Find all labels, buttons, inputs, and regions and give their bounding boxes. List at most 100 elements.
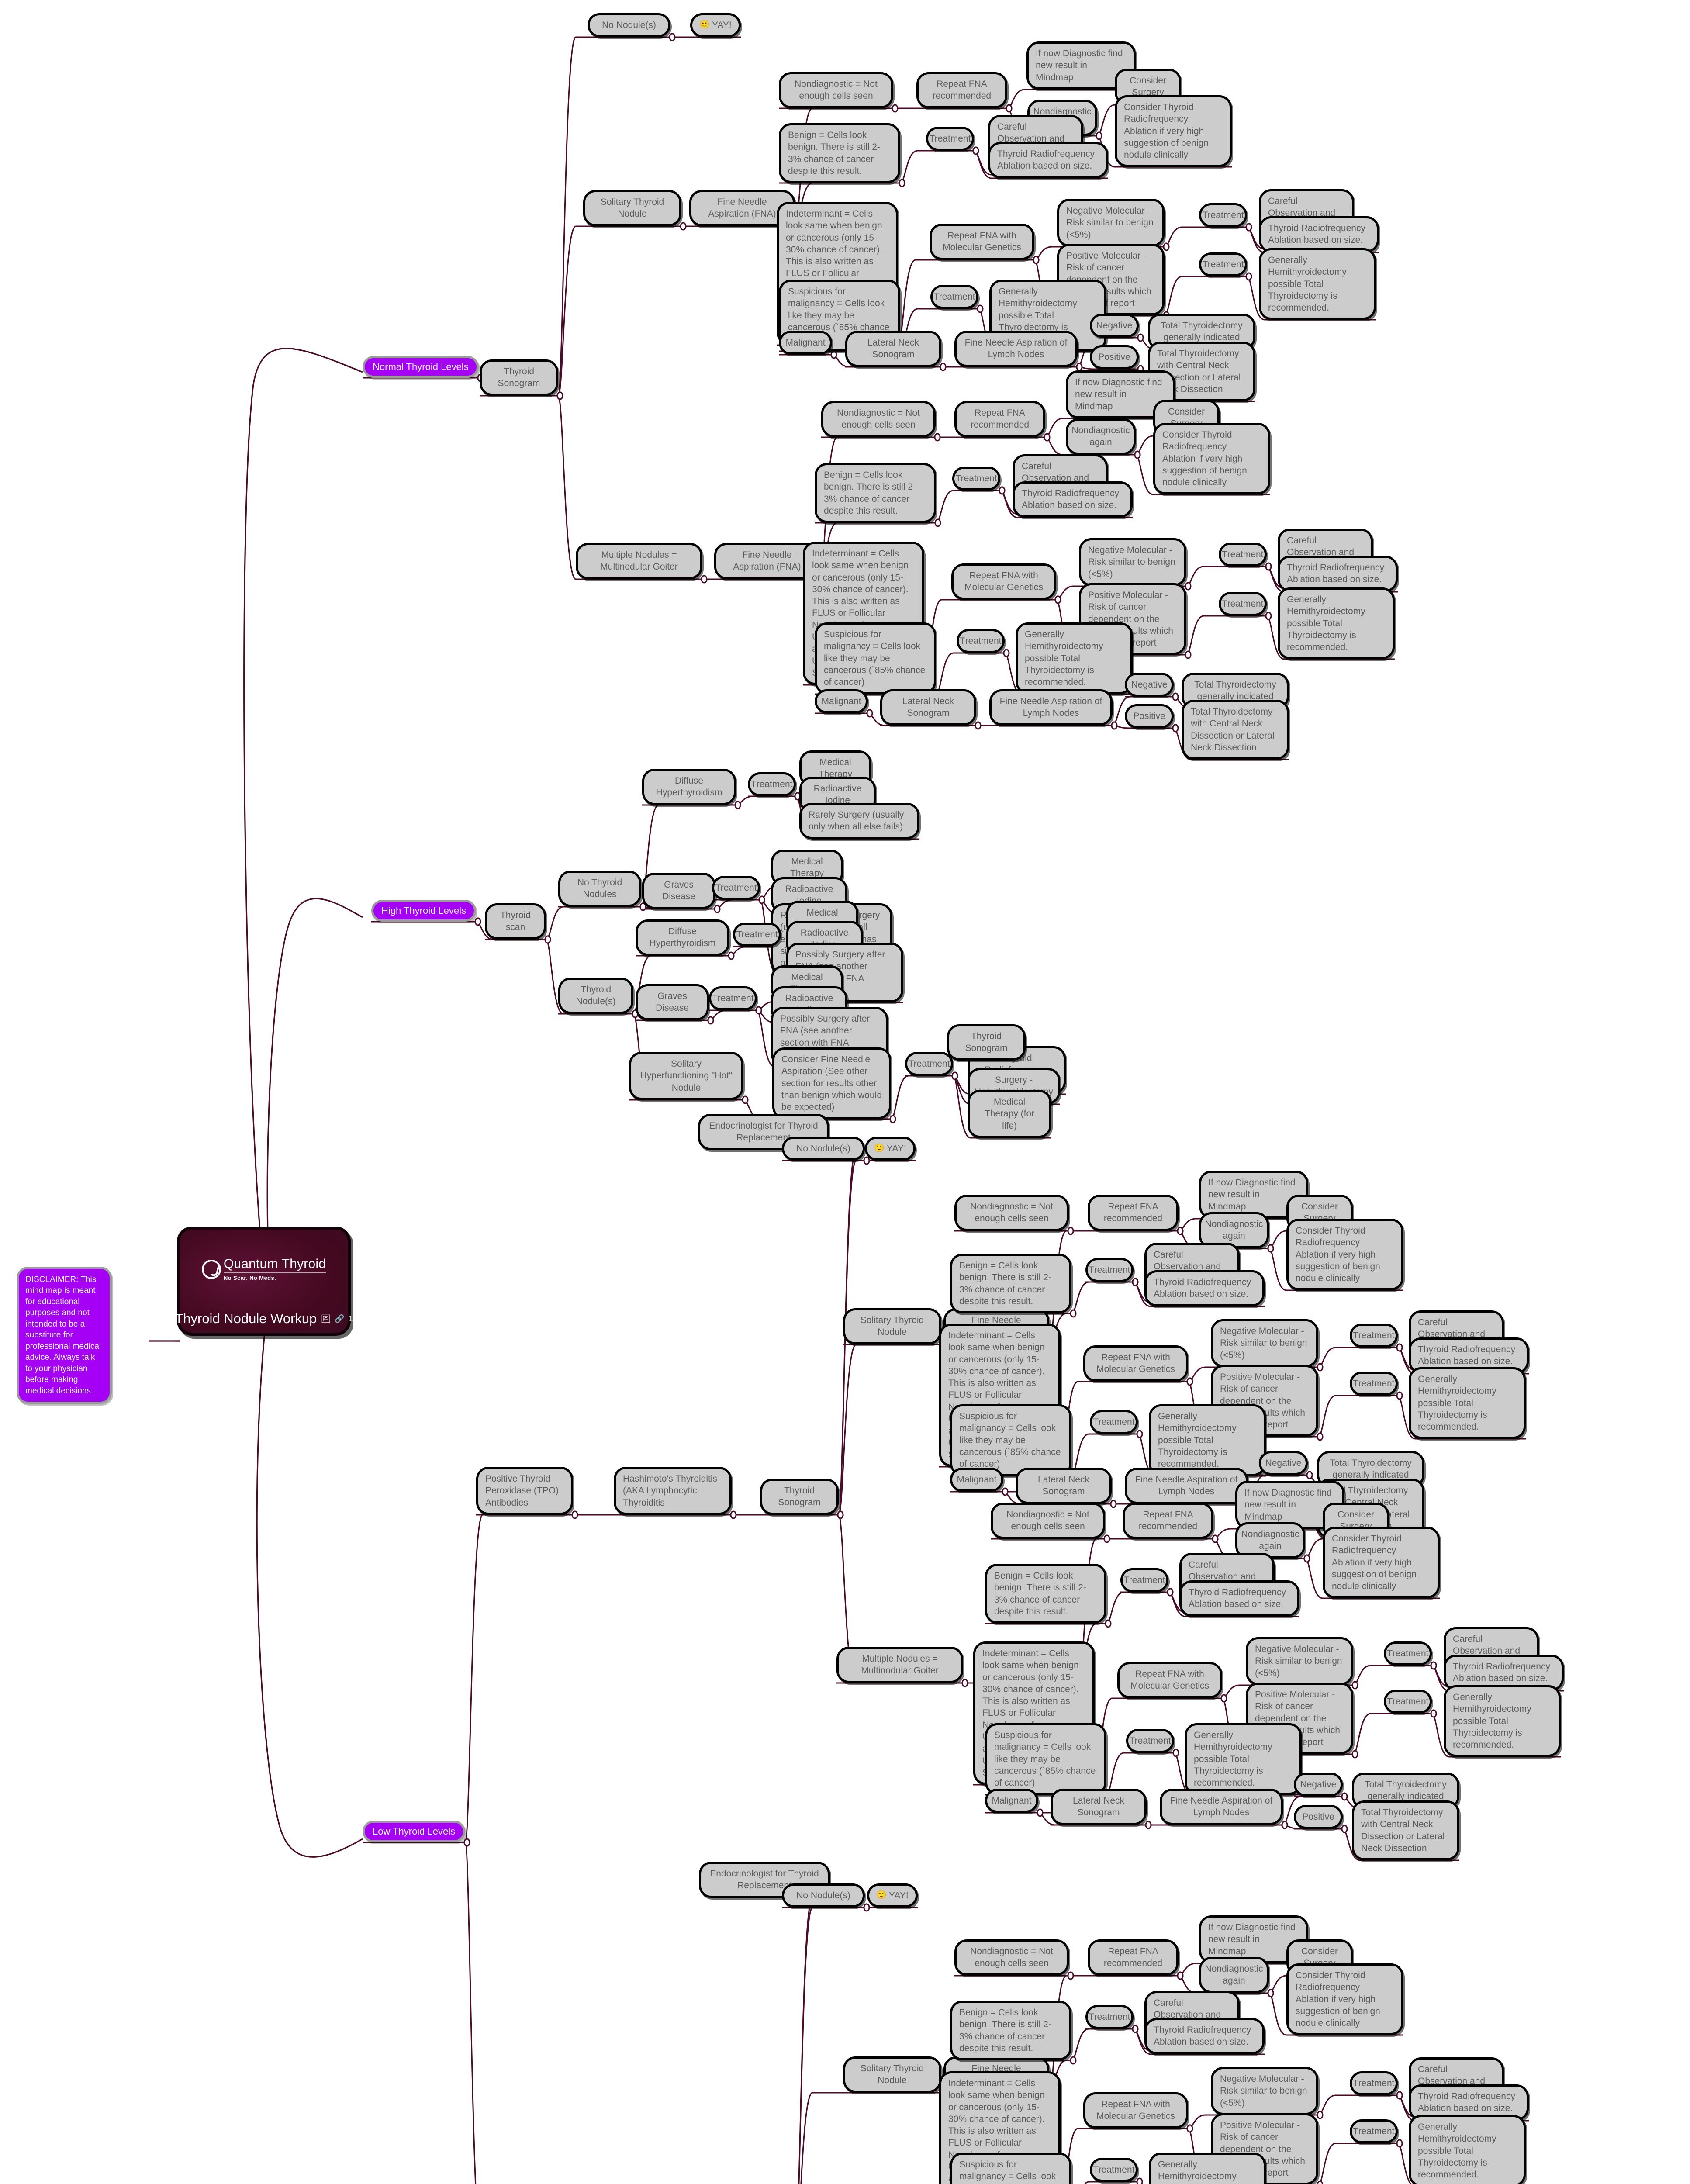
node-nondiagnostic-h1[interactable]: Nondiagnostic = Not enough cells seen <box>954 1195 1069 1231</box>
node-repeat-fna-molecular[interactable]: Repeat FNA with Molecular Genetics <box>930 224 1034 260</box>
node-hashimotos[interactable]: Hashimoto's Thyroiditis (AKA Lymphocytic… <box>614 1467 732 1515</box>
node-fna-lymph-nodes-mng[interactable]: Fine Needle Aspiration of Lymph Nodes <box>989 689 1113 726</box>
node-benign-h1[interactable]: Benign = Cells look benign. There is sti… <box>950 1254 1071 1314</box>
node-treatment-negmol-h2[interactable]: Treatment <box>1384 1641 1432 1666</box>
branch-label-low-thyroid-levels[interactable]: Low Thyroid Levels <box>363 1821 466 1842</box>
node-rfa-size-mng[interactable]: Thyroid Radiofrequency Ablation based on… <box>1013 481 1133 518</box>
node-thyroid-scan[interactable]: Thyroid scan <box>485 903 546 940</box>
node-malignant[interactable]: Malignant <box>779 331 832 355</box>
node-positive-h2[interactable]: Positive <box>1294 1805 1343 1829</box>
node-thyroid-sonogram-hot[interactable]: Thyroid Sonogram <box>947 1024 1026 1061</box>
node-treatment-hot[interactable]: Treatment <box>905 1052 953 1076</box>
node-lateral-neck-sonogram-h2[interactable]: Lateral Neck Sonogram <box>1051 1789 1147 1825</box>
branch-label-normal-thyroid-levels[interactable]: Normal Thyroid Levels <box>363 356 479 378</box>
node-positive-tpo[interactable]: Positive Thyroid Peroxidase (TPO) Antibo… <box>476 1467 573 1515</box>
node-negative-mng[interactable]: Negative <box>1125 673 1174 697</box>
node-treatment-posmol-h2[interactable]: Treatment <box>1384 1690 1432 1714</box>
node-hemi-or-total-g1b[interactable]: Generally Hemithyroidectomy possible Tot… <box>1149 2153 1266 2184</box>
node-malignant-h1[interactable]: Malignant <box>950 1468 1003 1492</box>
node-repeat-fna-molecular-g1[interactable]: Repeat FNA with Molecular Genetics <box>1083 2092 1188 2129</box>
node-no-thyroid-nodules[interactable]: No Thyroid Nodules <box>558 871 641 907</box>
node-negative-molecular-g1[interactable]: Negative Molecular - Risk similar to ben… <box>1211 2067 1318 2115</box>
node-fna-lymph-nodes[interactable]: Fine Needle Aspiration of Lymph Nodes <box>954 331 1078 367</box>
node-treatment-benign[interactable]: Treatment <box>926 127 974 151</box>
node-lateral-neck-sonogram-mng[interactable]: Lateral Neck Sonogram <box>880 689 976 726</box>
node-nondiagnostic[interactable]: Nondiagnostic = Not enough cells seen <box>779 72 893 108</box>
node-yay[interactable]: 🙂YAY! <box>690 13 741 38</box>
node-treatment-pos-mol-mng[interactable]: Treatment <box>1219 592 1267 616</box>
node-suspicious-h2[interactable]: Suspicious for malignancy = Cells look l… <box>985 1723 1106 1795</box>
node-solitary-hot-nodule[interactable]: Solitary Hyperfunctioning "Hot" Nodule <box>629 1052 743 1100</box>
node-solitary-thyroid-nodule-g[interactable]: Solitary Thyroid Nodule <box>843 2056 941 2093</box>
node-treatment-gd-2[interactable]: Treatment <box>709 986 757 1011</box>
node-negative[interactable]: Negative <box>1090 314 1139 338</box>
node-hemi-or-total-h2b[interactable]: Generally Hemithyroidectomy possible Tot… <box>1185 1723 1302 1795</box>
node-rfa-size-mng-2[interactable]: Thyroid Radiofrequency Ablation based on… <box>1278 556 1398 592</box>
node-suspicious-g1[interactable]: Suspicious for malignancy = Cells look l… <box>950 2153 1071 2184</box>
node-treatment-negative-molecular[interactable]: Treatment <box>1199 203 1247 228</box>
node-repeat-fna-h1[interactable]: Repeat FNA recommended <box>1088 1195 1179 1231</box>
node-treatment-negmol-h1[interactable]: Treatment <box>1350 1324 1398 1348</box>
node-negative-h2[interactable]: Negative <box>1294 1773 1343 1797</box>
node-hemi-or-total-1[interactable]: Generally Hemithyroidectomy possible Tot… <box>1259 248 1376 320</box>
node-hemi-or-total-mng-2[interactable]: Generally Hemithyroidectomy possible Tot… <box>1016 622 1133 695</box>
node-positive-mng[interactable]: Positive <box>1125 704 1174 729</box>
node-medical-therapy-life[interactable]: Medical Therapy (for life) <box>968 1090 1051 1138</box>
node-thyroid-nodules[interactable]: Thyroid Nodule(s) <box>558 978 633 1014</box>
node-rfa-size-2[interactable]: Thyroid Radiofrequency Ablation based on… <box>1259 216 1379 252</box>
node-hemi-or-total-h1[interactable]: Generally Hemithyroidectomy possible Tot… <box>1409 1367 1526 1439</box>
node-nondiagnostic-again-g1[interactable]: Nondiagnostic again <box>1199 1957 1269 1993</box>
node-consider-rfa-benign-g1[interactable]: Consider Thyroid Radiofrequency Ablation… <box>1286 1963 1403 2035</box>
node-rarely-surgery[interactable]: Rarely Surgery (usually only when all el… <box>799 803 919 839</box>
node-suspicious-h1[interactable]: Suspicious for malignancy = Cells look l… <box>950 1404 1071 1476</box>
node-treatment-benign-g1[interactable]: Treatment <box>1085 2005 1134 2029</box>
node-repeat-fna-h2[interactable]: Repeat FNA recommended <box>1123 1503 1213 1539</box>
node-malignant-mng[interactable]: Malignant <box>815 689 868 714</box>
node-nondiagnostic-h2[interactable]: Nondiagnostic = Not enough cells seen <box>991 1503 1105 1539</box>
node-lateral-neck-sonogram[interactable]: Lateral Neck Sonogram <box>845 331 941 367</box>
node-negative-molecular-h1[interactable]: Negative Molecular - Risk similar to ben… <box>1211 1319 1318 1367</box>
node-treatment-dh-2[interactable]: Treatment <box>733 923 781 947</box>
node-if-now-diagnostic-g1[interactable]: If now Diagnostic find new result in Min… <box>1199 1915 1308 1963</box>
node-rfa-size-g1[interactable]: Thyroid Radiofrequency Ablation based on… <box>1144 2018 1265 2054</box>
node-negative-molecular-h2[interactable]: Negative Molecular - Risk similar to ben… <box>1246 1637 1353 1685</box>
node-multiple-nodules-h1[interactable]: Multiple Nodules = Multinodular Goiter <box>836 1647 963 1683</box>
node-hemi-or-total-h1b[interactable]: Generally Hemithyroidectomy possible Tot… <box>1149 1404 1266 1476</box>
node-consider-rfa-benign-h1[interactable]: Consider Thyroid Radiofrequency Ablation… <box>1286 1219 1403 1291</box>
node-rfa-size-h1[interactable]: Thyroid Radiofrequency Ablation based on… <box>1144 1270 1265 1306</box>
node-fna-lymph-h1[interactable]: Fine Needle Aspiration of Lymph Nodes <box>1125 1468 1248 1504</box>
node-treatment-posmol-h1[interactable]: Treatment <box>1350 1372 1398 1396</box>
node-repeat-fna-molecular-mng[interactable]: Repeat FNA with Molecular Genetics <box>951 563 1056 600</box>
node-treatment-neg-mol-mng[interactable]: Treatment <box>1219 543 1267 567</box>
node-treatment-posmol-g1[interactable]: Treatment <box>1350 2119 1398 2144</box>
node-repeat-fna-g1[interactable]: Repeat FNA recommended <box>1088 1939 1179 1976</box>
node-consider-rfa-benign-h2[interactable]: Consider Thyroid Radiofrequency Ablation… <box>1323 1527 1440 1599</box>
node-diffuse-hyperthyroidism-2[interactable]: Diffuse Hyperthyroidism <box>636 919 729 956</box>
node-treatment-dh-1[interactable]: Treatment <box>748 772 796 797</box>
node-total-thyroidectomy-dissection-mng[interactable]: Total Thyroidectomy with Central Neck Di… <box>1182 700 1289 760</box>
node-rfa-size[interactable]: Thyroid Radiofrequency Ablation based on… <box>988 142 1108 178</box>
node-fna-lymph-h2[interactable]: Fine Needle Aspiration of Lymph Nodes <box>1160 1789 1283 1825</box>
node-yay-g[interactable]: 🙂YAY! <box>867 1883 918 1908</box>
node-repeat-fna[interactable]: Repeat FNA recommended <box>916 72 1007 108</box>
node-treatment-suspicious-mng[interactable]: Treatment <box>957 629 1005 653</box>
node-negative-molecular-mng[interactable]: Negative Molecular - Risk similar to ben… <box>1079 538 1186 586</box>
node-no-nodules-g[interactable]: No Nodule(s) <box>782 1883 865 1908</box>
node-solitary-thyroid-nodule[interactable]: Solitary Thyroid Nodule <box>583 190 681 226</box>
node-rfa-size-h2[interactable]: Thyroid Radiofrequency Ablation based on… <box>1179 1580 1299 1617</box>
node-no-nodules-h[interactable]: No Nodule(s) <box>782 1137 865 1161</box>
node-consider-fna-hot[interactable]: Consider Fine Needle Aspiration (See oth… <box>772 1047 891 1120</box>
node-benign-g1[interactable]: Benign = Cells look benign. There is sti… <box>950 2001 1071 2061</box>
node-hemi-or-total-mng-1[interactable]: Generally Hemithyroidectomy possible Tot… <box>1278 587 1395 660</box>
root-node[interactable]: Quantum Thyroid No Scar. No Meds. Thyroi… <box>175 1227 353 1336</box>
node-nondiagnostic-g1[interactable]: Nondiagnostic = Not enough cells seen <box>954 1939 1069 1976</box>
node-suspicious-malignancy-mng[interactable]: Suspicious for malignancy = Cells look l… <box>815 622 936 695</box>
node-diffuse-hyperthyroidism-1[interactable]: Diffuse Hyperthyroidism <box>642 769 736 805</box>
node-treatment-susp-g1[interactable]: Treatment <box>1090 2158 1138 2182</box>
node-repeat-fna-molecular-h1[interactable]: Repeat FNA with Molecular Genetics <box>1083 1345 1188 1382</box>
branch-label-high-thyroid-levels[interactable]: High Thyroid Levels <box>371 900 477 922</box>
node-treatment-positive-molecular[interactable]: Treatment <box>1199 252 1247 277</box>
node-repeat-fna-mng[interactable]: Repeat FNA recommended <box>954 401 1045 437</box>
node-benign-h2[interactable]: Benign = Cells look benign. There is sti… <box>985 1564 1106 1624</box>
node-multiple-nodules[interactable]: Multiple Nodules = Multinodular Goiter <box>576 543 702 579</box>
